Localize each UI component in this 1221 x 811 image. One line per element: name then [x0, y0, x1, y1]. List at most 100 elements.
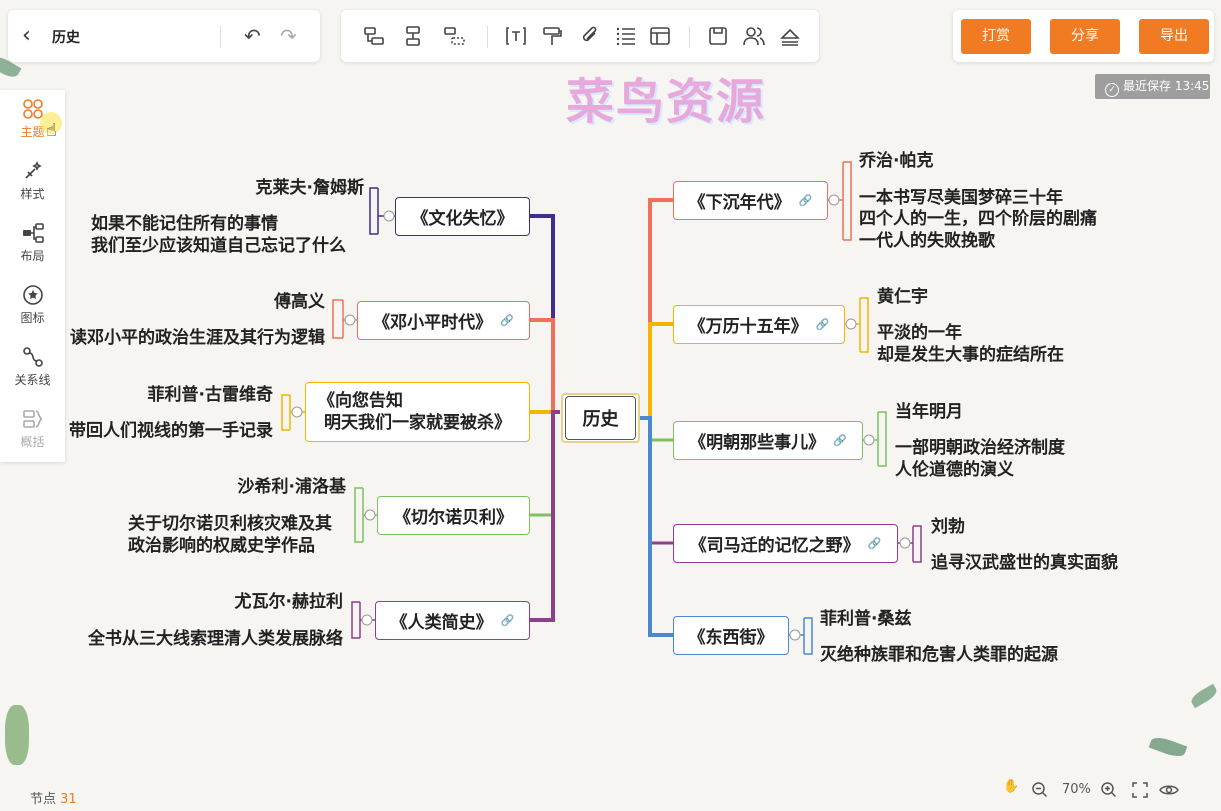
detail-author[interactable]: 当年明月	[895, 402, 963, 422]
zoom-out-icon[interactable]	[1031, 781, 1049, 799]
action-bar: 打赏 分享 导出	[953, 10, 1214, 62]
detail-author[interactable]: 刘勃	[931, 517, 965, 537]
collaborators-icon[interactable]	[743, 25, 765, 47]
topic-label: 《文化失忆》	[411, 209, 514, 229]
detail-summary[interactable]: 关于切尔诺贝利核灾难及其	[128, 514, 332, 534]
hand-tool-icon[interactable]: ✋	[1003, 779, 1020, 794]
outline-layout-icon[interactable]	[649, 25, 671, 47]
detail-summary[interactable]: 我们至少应该知道自己忘记了什么	[91, 236, 346, 256]
topic-node[interactable]: 《邓小平时代》 🔗	[357, 301, 530, 340]
detail-author[interactable]: 菲利普·古雷维奇	[147, 385, 273, 405]
list-icon[interactable]	[615, 25, 637, 47]
node-count-value: 31	[60, 792, 77, 807]
detail-summary[interactable]: 四个人的一生，四个阶层的剧痛	[859, 209, 1097, 229]
topic-label: 《人类简史》	[390, 613, 493, 633]
detail-summary[interactable]: 平淡的一年	[877, 323, 962, 343]
zoom-level[interactable]: 70%	[1062, 782, 1091, 797]
sibling-topic-icon[interactable]	[403, 25, 425, 47]
fit-screen-icon[interactable]	[1131, 781, 1149, 799]
save-status-text: 最近保存 13:45	[1123, 79, 1210, 93]
topic-node[interactable]: 《人类简史》 🔗	[375, 601, 530, 640]
sidebar-item-summary[interactable]: 概括	[0, 408, 65, 450]
detail-summary[interactable]: 一部明朝政治经济制度	[895, 438, 1065, 458]
detail-summary[interactable]: 如果不能记住所有的事情	[91, 214, 278, 234]
link-icon[interactable]: 🔗	[833, 434, 847, 447]
topic-node[interactable]: 《切尔诺贝利》	[377, 496, 530, 535]
detail-summary[interactable]: 人伦道德的演义	[895, 460, 1014, 480]
topic-label: 《下沉年代》	[688, 193, 791, 213]
topic-node[interactable]: 《向您告知 明天我们一家就要被杀》	[305, 382, 530, 442]
sidebar-item-label: 关系线	[14, 373, 51, 387]
topic-node[interactable]: 《文化失忆》	[395, 197, 530, 236]
topic-node[interactable]: 《明朝那些事儿》 🔗	[673, 421, 863, 460]
sidebar-item-sticker[interactable]: 图标	[0, 284, 65, 326]
detail-author[interactable]: 傅高义	[274, 292, 325, 312]
node-count-label: 节点	[30, 792, 57, 807]
save-icon[interactable]	[707, 25, 729, 47]
link-icon[interactable]: 🔗	[867, 537, 882, 550]
insert-toolbar	[341, 10, 819, 62]
attachment-icon[interactable]	[579, 25, 601, 47]
topic-node[interactable]: 《下沉年代》 🔗	[673, 181, 828, 220]
relation-icon	[22, 347, 43, 367]
document-title[interactable]: 历史	[52, 30, 80, 46]
preview-icon[interactable]	[1159, 782, 1179, 798]
export-button[interactable]: 导出	[1139, 19, 1209, 54]
detail-author[interactable]: 沙希利·浦洛基	[237, 477, 346, 497]
topic-node[interactable]: 《司马迁的记忆之野》 🔗	[673, 524, 898, 563]
link-icon[interactable]: 🔗	[500, 614, 515, 627]
zoom-in-icon[interactable]	[1100, 781, 1118, 799]
link-icon[interactable]: 🔗	[500, 314, 514, 327]
detail-author[interactable]: 菲利普·桑兹	[820, 609, 912, 629]
topic-label: 《司马迁的记忆之野》	[689, 536, 860, 556]
detail-summary[interactable]: 读邓小平的政治生涯及其行为逻辑	[70, 328, 325, 348]
detail-author[interactable]: 黄仁宇	[877, 287, 928, 307]
detail-summary[interactable]: 带回人们视线的第一手记录	[69, 421, 273, 441]
collapse-icon[interactable]	[779, 25, 801, 47]
link-icon[interactable]: 🔗	[815, 318, 830, 331]
detail-author[interactable]: 克莱夫·詹姆斯	[255, 178, 364, 198]
detail-summary[interactable]: 追寻汉武盛世的真实面貌	[931, 553, 1118, 573]
subtopic-icon[interactable]	[363, 25, 385, 47]
detail-summary[interactable]: 政治影响的权威史学作品	[128, 536, 315, 556]
theme-icon	[22, 99, 43, 119]
redo-icon[interactable]: ↷	[280, 24, 297, 48]
sidebar-item-theme[interactable]: 主题	[0, 98, 65, 140]
detail-author[interactable]: 乔治·帕克	[859, 151, 934, 171]
link-icon[interactable]: 🔗	[798, 194, 813, 207]
divider	[220, 26, 221, 48]
back-icon[interactable]: ‹	[22, 23, 31, 48]
reward-button[interactable]: 打赏	[961, 19, 1031, 54]
detail-summary[interactable]: 却是发生大事的症结所在	[877, 345, 1064, 365]
sidebar-item-label: 样式	[20, 187, 45, 201]
topic-label: 《明朝那些事儿》	[689, 433, 826, 453]
topic-label: 《向您告知	[318, 391, 403, 411]
root-topic-label: 历史	[565, 396, 636, 440]
detail-summary[interactable]: 一本书写尽美国梦碎三十年	[859, 188, 1063, 208]
sidebar-item-layout[interactable]: 布局	[0, 222, 65, 264]
share-button[interactable]: 分享	[1050, 19, 1120, 54]
format-painter-icon[interactable]	[541, 25, 563, 47]
detail-summary[interactable]: 全书从三大线索理清人类发展脉络	[88, 629, 343, 649]
text-icon[interactable]	[505, 25, 527, 47]
detail-summary[interactable]: 一代人的失败挽歌	[859, 231, 995, 251]
undo-icon[interactable]: ↶	[244, 24, 261, 48]
root-topic[interactable]: 历史	[561, 393, 640, 443]
detail-summary[interactable]: 灭绝种族罪和危害人类罪的起源	[820, 645, 1058, 665]
topic-node[interactable]: 《万历十五年》🔗	[673, 305, 845, 344]
topic-node[interactable]: 《东西街》	[673, 616, 789, 655]
sidebar-item-label: 主题	[20, 125, 45, 139]
title-bar: ‹ 历史 ↶ ↷	[8, 10, 320, 62]
layout-icon	[22, 223, 44, 243]
topic-label: 《邓小平时代》	[373, 313, 493, 333]
sidebar-item-relation[interactable]: 关系线	[0, 346, 65, 388]
sidebar-item-label: 图标	[20, 311, 45, 325]
topic-label: 明天我们一家就要被杀》	[324, 413, 511, 433]
summary-icon	[22, 410, 42, 428]
side-panel: 主题 样式 布局 图标 关系线 概括	[0, 90, 65, 462]
sidebar-item-style[interactable]: 样式	[0, 160, 65, 202]
cursor-highlight	[40, 112, 62, 134]
floating-topic-icon[interactable]	[443, 25, 465, 47]
sidebar-item-label: 布局	[20, 249, 45, 263]
detail-author[interactable]: 尤瓦尔·赫拉利	[234, 592, 343, 612]
